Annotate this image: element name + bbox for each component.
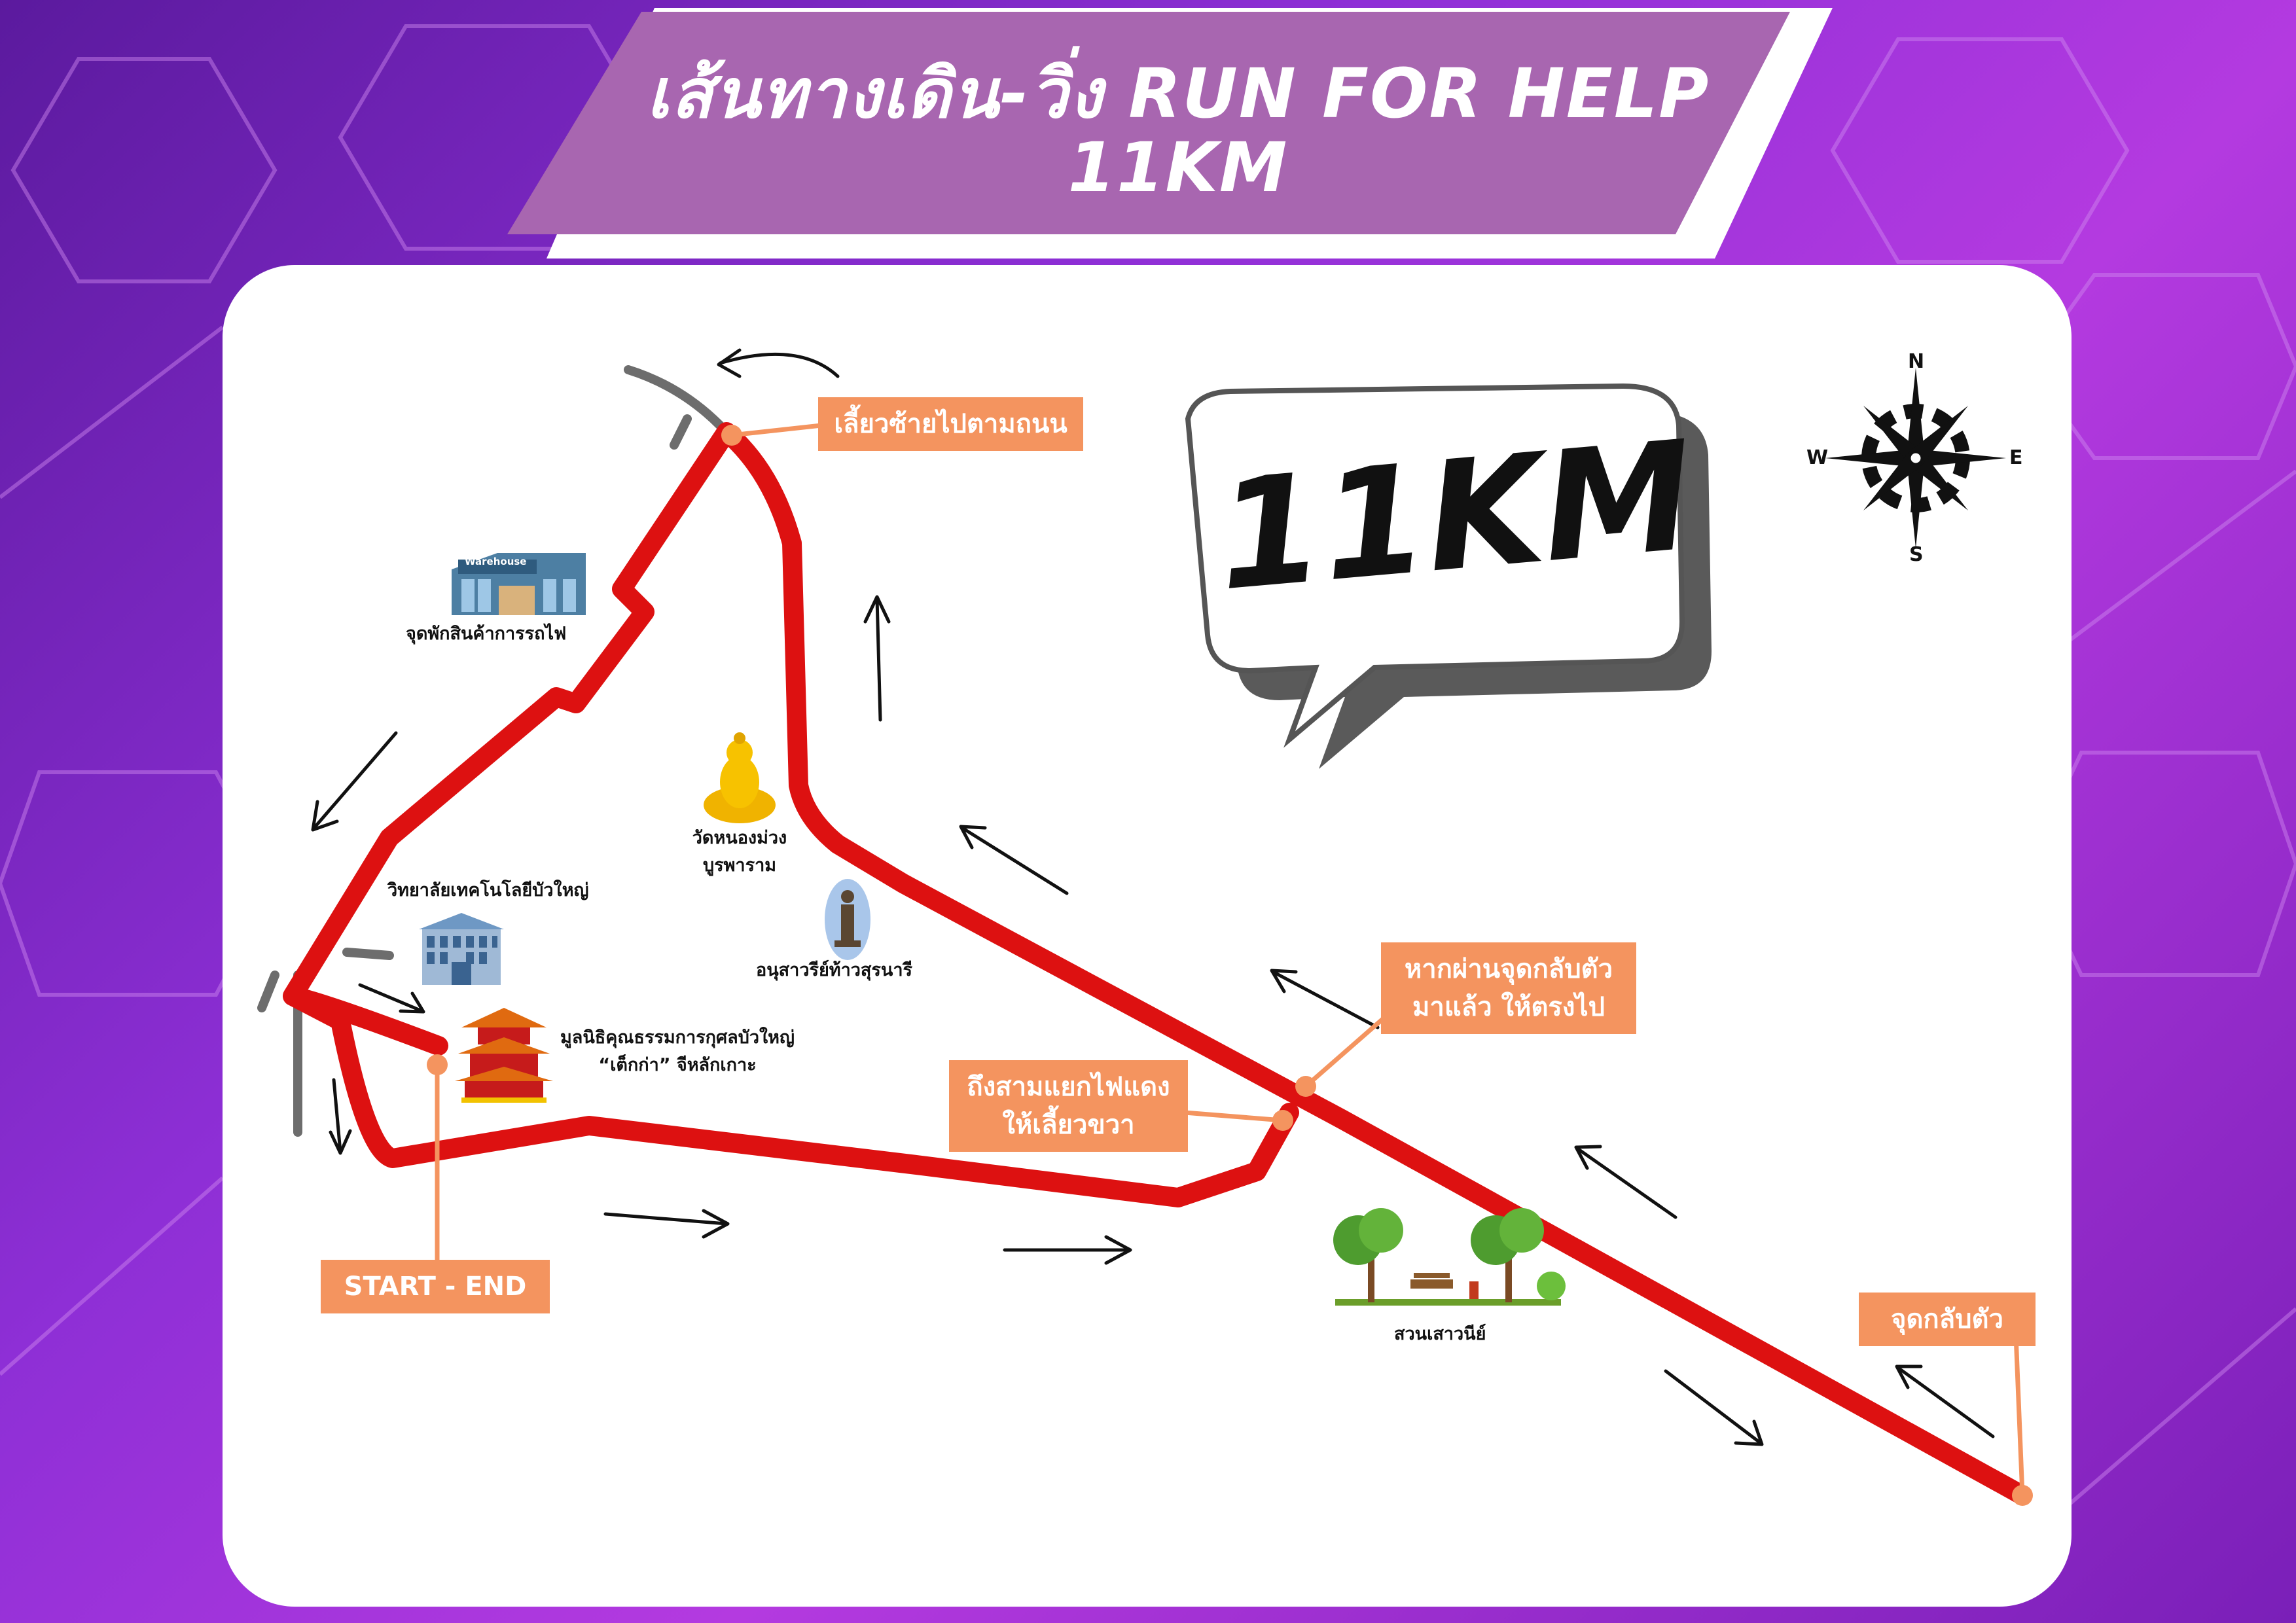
callout-dots — [427, 425, 2033, 1506]
callout-keep-straight: หากผ่านจุดกลับตัว มาแล้ว ให้ตรงไป — [1381, 942, 1636, 1034]
arrow-east-2 — [1003, 1235, 1132, 1265]
label-foundation-line1: มูลนิธิคุณธรรมการกุศลบัวใหญ่ — [560, 1027, 795, 1048]
distance-bubble — [1185, 383, 1712, 769]
arrow-northwest-4 — [1895, 1364, 1995, 1438]
page-subtitle: 11KM — [1067, 128, 1289, 207]
callout-keep-straight-line2: มาแล้ว ให้ตรงไป — [1412, 992, 1605, 1022]
compass-north: N — [1908, 350, 1925, 373]
title-banner — [507, 8, 1833, 259]
label-temple-line2: บูรพาราม — [702, 855, 777, 876]
label-warehouse: จุดพักสินค้าการรถไฟ — [406, 624, 567, 644]
compass-rose — [1825, 368, 2006, 548]
arrow-turn-left — [717, 348, 840, 378]
compass-east: E — [2009, 446, 2023, 469]
label-park: สวนเสาวนีย์ — [1394, 1324, 1486, 1344]
callout-turnaround: จุดกลับตัว — [1859, 1293, 2036, 1346]
monument-icon — [825, 879, 870, 960]
college-icon — [419, 913, 504, 985]
buddha-icon — [704, 732, 776, 823]
direction-arrows — [311, 348, 1995, 1446]
arrow-east-1 — [603, 1209, 730, 1239]
arrow-southwest — [311, 731, 398, 832]
map-panel — [223, 265, 2072, 1607]
warehouse-icon — [452, 553, 586, 615]
warehouse-sign: Warehouse — [465, 556, 527, 567]
shrine-icon — [455, 1008, 553, 1103]
distance-label: 11KM — [1210, 409, 1700, 625]
arrow-northwest-2 — [1270, 969, 1380, 1029]
label-college: วิทยาลัยเทคโนโลยีบัวใหญ่ — [387, 880, 589, 901]
arrow-northwest-1 — [959, 825, 1069, 895]
callout-turn-left: เลี้ยวซ้ายไปตามถนน — [818, 397, 1083, 451]
label-monument: อนุสาวรีย์ท้าวสุรนารี — [756, 960, 913, 980]
callout-turnaround-text: จุดกลับตัว — [1891, 1304, 2003, 1334]
label-temple: วัดหนองม่วง บูรพาราม — [681, 825, 798, 880]
compass-south: S — [1909, 543, 1924, 566]
callout-start-end-text: START - END — [344, 1272, 527, 1302]
callout-keep-straight-line1: หากผ่านจุดกลับตัว — [1404, 954, 1613, 984]
callout-turn-right-line1: ถึงสามแยกไฟแดง — [967, 1072, 1170, 1102]
arrow-south — [329, 1078, 352, 1155]
arrow-to-foundation — [358, 983, 425, 1014]
callout-turn-right-line2: ให้เลี้ยวขวา — [1002, 1110, 1135, 1140]
park-icon — [1333, 1208, 1566, 1306]
arrow-north — [863, 595, 891, 722]
callout-turn-right: ถึงสามแยกไฟแดง ให้เลี้ยวขวา — [949, 1060, 1188, 1152]
arrow-northwest-3 — [1574, 1145, 1677, 1219]
label-foundation: มูลนิธิคุณธรรมการกุศลบัวใหญ่ “เต็กก่า” จ… — [537, 1024, 818, 1079]
callout-turn-left-text: เลี้ยวซ้ายไปตามถนน — [834, 409, 1067, 439]
label-temple-line1: วัดหนองม่วง — [692, 828, 787, 848]
compass-west: W — [1806, 446, 1829, 469]
arrow-southeast — [1664, 1369, 1764, 1446]
label-foundation-line2: “เต็กก่า” จีหลักเกาะ — [598, 1055, 757, 1075]
page-title: เส้นทางเดิน-วิ่ง RUN FOR HELP — [646, 54, 1710, 134]
callout-start-end: START - END — [321, 1260, 550, 1313]
callout-leaders — [435, 423, 2025, 1496]
